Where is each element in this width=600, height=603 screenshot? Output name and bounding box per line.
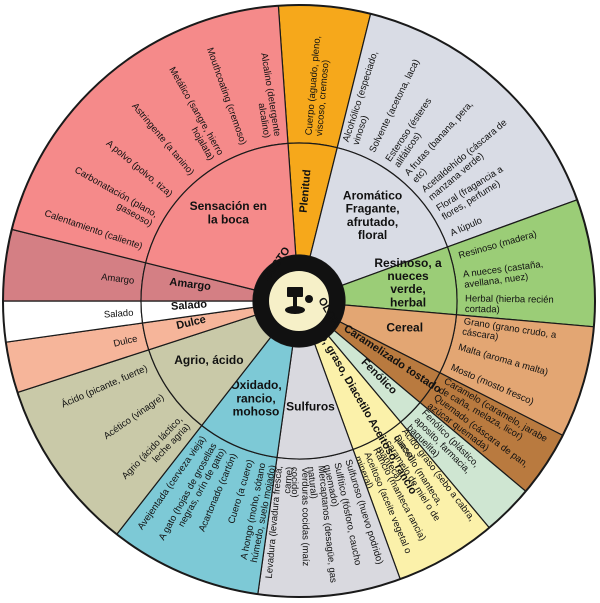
descriptor-label: Amargo (100, 272, 134, 287)
descriptor-label: Salado (104, 308, 134, 321)
category-label: Plenitud (298, 169, 314, 213)
category-label: Agrio, ácido (174, 353, 243, 367)
descriptor-label: Verduras cocidas (maízcocido) (289, 467, 311, 567)
category-label: Sulfuros (286, 399, 335, 413)
inner-wedge (144, 142, 297, 291)
descriptor-label: Herbal (hierba reciéncortada) (465, 293, 554, 316)
wheel-hub: GUSTO OLOR (253, 245, 345, 347)
category-label: Salado (171, 298, 208, 313)
outer-rim (2, 4, 596, 598)
descriptor-label: Dulce (112, 333, 138, 349)
category-label: Amargo (169, 276, 212, 293)
hub-center (269, 271, 329, 331)
category-label: Cereal (386, 320, 423, 334)
taster-glass-icon (285, 287, 313, 314)
category-label: Oxidado,rancio,mohoso (230, 378, 281, 418)
